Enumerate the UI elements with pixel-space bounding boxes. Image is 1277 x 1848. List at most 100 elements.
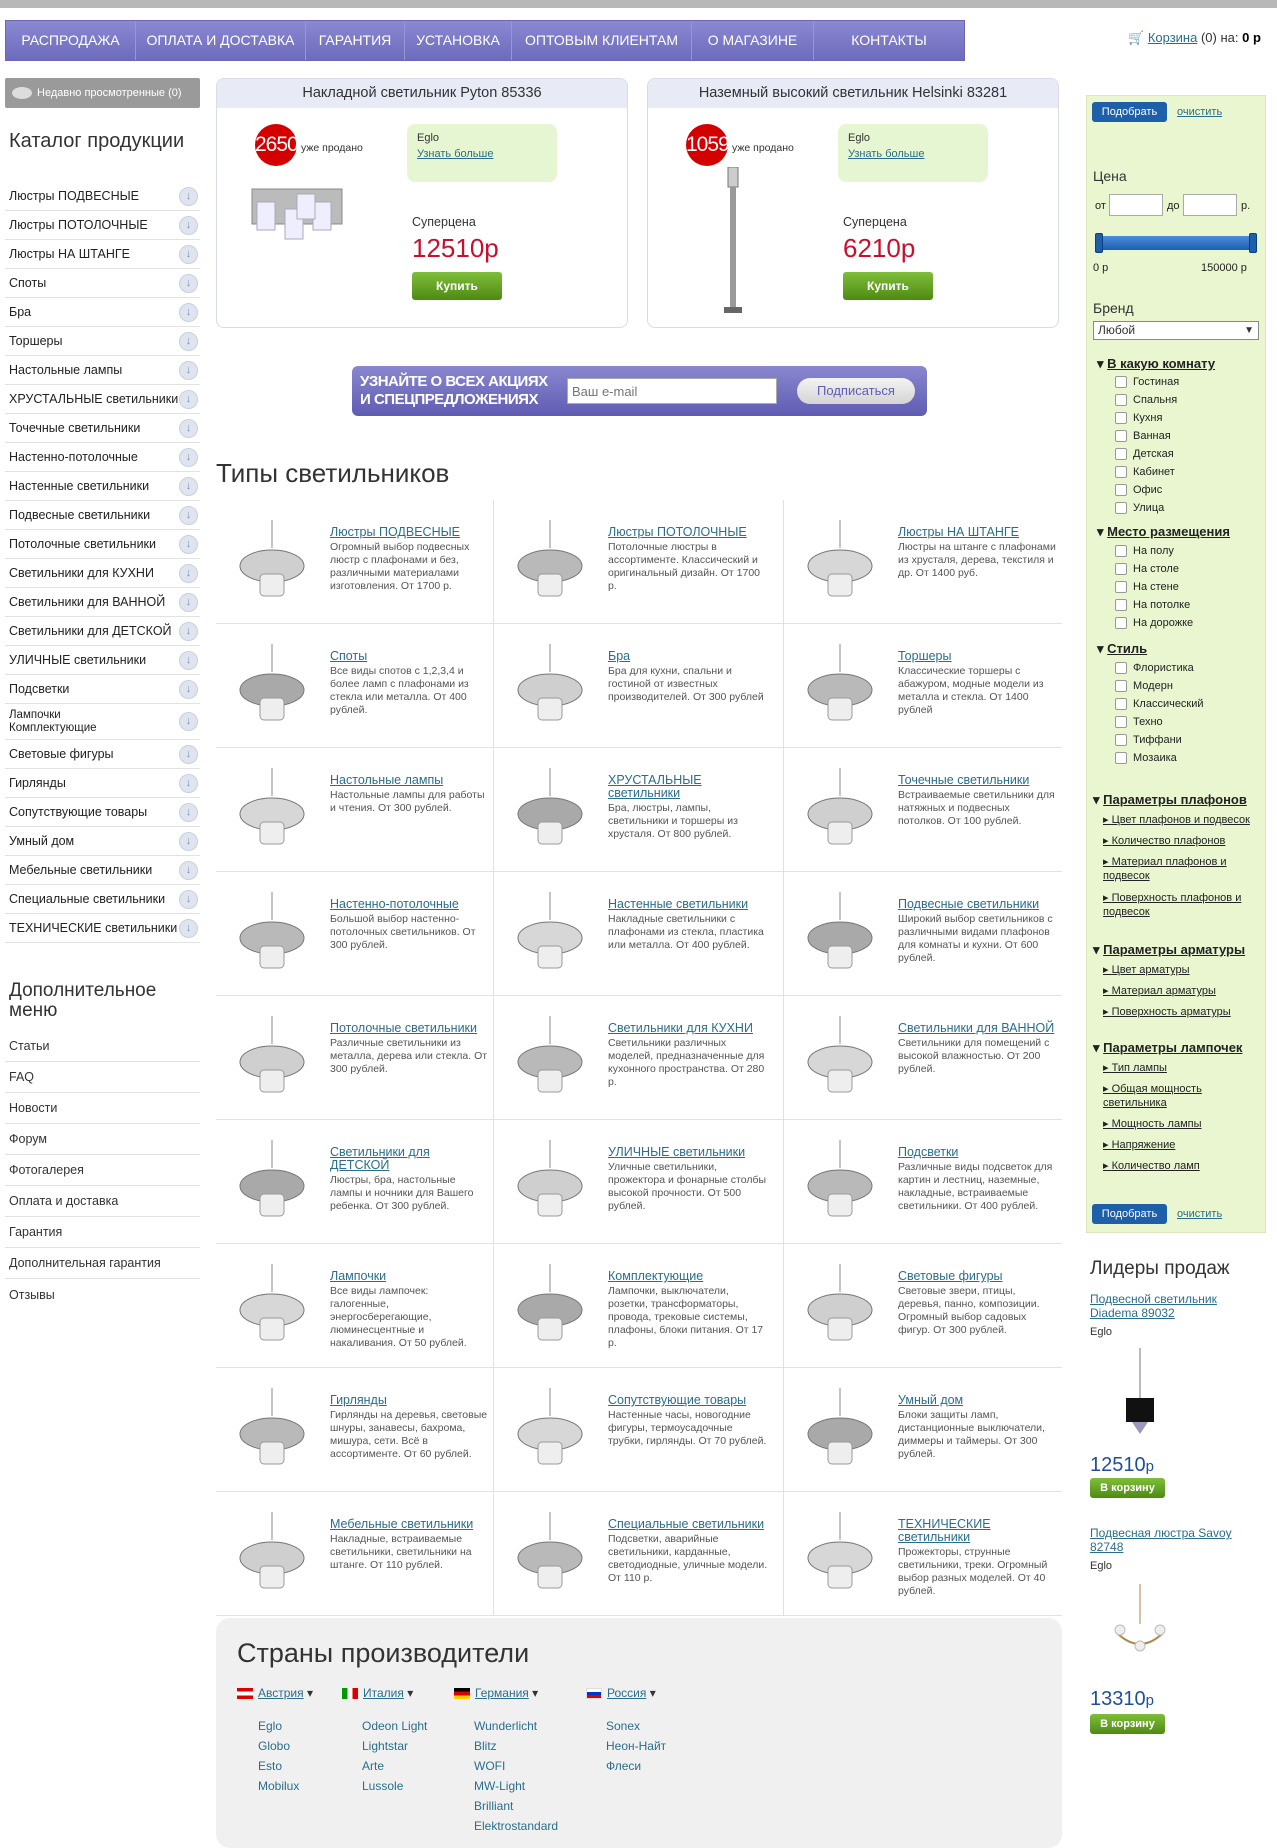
arrow-down-icon[interactable]: ↓ <box>179 273 198 293</box>
lamp-type-link[interactable]: ▸ Тип лампы <box>1103 1062 1167 1074</box>
checkbox[interactable] <box>1115 581 1127 593</box>
lamp-count-link[interactable]: ▸ Количество ламп <box>1103 1160 1200 1172</box>
brand-link[interactable]: Blitz <box>474 1739 497 1753</box>
catalog-item[interactable]: Мебельные светильники↓ <box>5 856 200 885</box>
type-link[interactable]: Бра <box>608 649 631 663</box>
leader-product-image[interactable] <box>1120 1348 1160 1438</box>
filter-checkbox-option[interactable]: Кабинет <box>1115 466 1175 478</box>
brand-select[interactable]: Любой ▼ <box>1093 321 1259 340</box>
filter-checkbox-option[interactable]: Детская <box>1115 448 1174 460</box>
arrow-down-icon[interactable]: ↓ <box>179 773 198 793</box>
filter-checkbox-option[interactable]: Модерн <box>1115 680 1173 692</box>
arrow-down-icon[interactable]: ↓ <box>179 592 198 612</box>
lamp-image[interactable] <box>222 1382 322 1478</box>
lamp-image[interactable] <box>222 1258 322 1354</box>
apply-filter-button[interactable]: Подобрать <box>1092 102 1167 122</box>
nav-warranty[interactable]: ГАРАНТИЯ <box>306 21 405 60</box>
catalog-item[interactable]: Подсветки↓ <box>5 675 200 704</box>
lamp-image[interactable] <box>500 638 600 734</box>
lamp-total-power-link[interactable]: ▸ Общая мощность светильника <box>1103 1083 1202 1109</box>
filter-checkbox-option[interactable]: Мозаика <box>1115 752 1177 764</box>
extra-menu-item[interactable]: Гарантия <box>5 1217 200 1248</box>
country-russia[interactable]: Россия ▾ <box>586 1686 656 1700</box>
arrow-down-icon[interactable]: ↓ <box>179 215 198 235</box>
arm-material-link[interactable]: ▸ Материал арматуры <box>1103 985 1216 997</box>
lamp-image[interactable] <box>790 1258 890 1354</box>
extra-menu-item[interactable]: Статьи <box>5 1031 200 1062</box>
type-link[interactable]: Люстры НА ШТАНГЕ <box>898 525 1019 539</box>
slider-min-handle[interactable] <box>1095 233 1103 253</box>
catalog-item[interactable]: Настенные светильники↓ <box>5 472 200 501</box>
lamp-image[interactable] <box>790 638 890 734</box>
catalog-item[interactable]: Специальные светильники↓ <box>5 885 200 914</box>
nav-sale[interactable]: РАСПРОДАЖА <box>6 21 136 60</box>
brand-link[interactable]: Lightstar <box>362 1739 409 1753</box>
filter-checkbox-option[interactable]: На стене <box>1115 581 1179 593</box>
lamp-image[interactable] <box>790 1506 890 1602</box>
lamp-power-link[interactable]: ▸ Мощность лампы <box>1103 1118 1202 1130</box>
type-link[interactable]: Лампочки <box>330 1269 387 1283</box>
product-image[interactable] <box>718 167 748 317</box>
catalog-item[interactable]: Гирлянды↓ <box>5 769 200 798</box>
lamp-image[interactable] <box>500 1382 600 1478</box>
buy-button[interactable]: Купить <box>843 272 933 300</box>
lamp-image[interactable] <box>500 1010 600 1106</box>
catalog-item[interactable]: Люстры ПОТОЛОЧНЫЕ↓ <box>5 211 200 240</box>
type-link[interactable]: Светильники для ДЕТСКОЙ <box>330 1145 430 1172</box>
type-link[interactable]: Люстры ПОДВЕСНЫЕ <box>330 525 460 539</box>
brand-link[interactable]: MW-Light <box>474 1779 526 1793</box>
catalog-item[interactable]: Торшеры↓ <box>5 327 200 356</box>
lamp-image[interactable] <box>500 1258 600 1354</box>
extra-menu-item[interactable]: Форум <box>5 1124 200 1155</box>
extra-menu-item[interactable]: Новости <box>5 1093 200 1124</box>
arm-section-toggle[interactable]: ▾ Параметры арматуры <box>1093 942 1246 957</box>
arrow-down-icon[interactable]: ↓ <box>179 331 198 351</box>
arrow-down-icon[interactable]: ↓ <box>179 534 198 554</box>
catalog-item[interactable]: Люстры ПОДВЕСНЫЕ↓ <box>5 182 200 211</box>
type-link[interactable]: Подвесные светильники <box>898 897 1040 911</box>
place-section-toggle[interactable]: ▾ Место размещения <box>1097 524 1230 539</box>
clear-filter-link[interactable]: очистить <box>1177 106 1223 118</box>
arrow-down-icon[interactable]: ↓ <box>179 744 198 764</box>
shade-color-link[interactable]: ▸ Цвет плафонов и подвесок <box>1103 814 1250 826</box>
arm-surface-link[interactable]: ▸ Поверхность арматуры <box>1103 1006 1231 1018</box>
apply-filter-button-bottom[interactable]: Подобрать <box>1092 1204 1167 1224</box>
catalog-item[interactable]: Настольные лампы↓ <box>5 356 200 385</box>
catalog-item[interactable]: ХРУСТАЛЬНЫЕ светильники↓ <box>5 385 200 414</box>
arrow-down-icon[interactable]: ↓ <box>179 712 198 731</box>
type-link[interactable]: ХРУСТАЛЬНЫЕ светильники <box>608 773 702 800</box>
shade-material-link[interactable]: ▸ Материал плафонов и подвесок <box>1103 856 1227 882</box>
style-section-toggle[interactable]: ▾ Стиль <box>1097 641 1148 656</box>
leader-product-link[interactable]: Подвесная люстра Savoy 82748 <box>1090 1526 1232 1554</box>
arrow-down-icon[interactable]: ↓ <box>179 244 198 264</box>
checkbox[interactable] <box>1115 466 1127 478</box>
brand-link[interactable]: Неон-Найт <box>606 1739 667 1753</box>
brand-link[interactable]: Sonex <box>606 1719 641 1733</box>
country-italy[interactable]: Италия ▾ <box>342 1686 413 1700</box>
filter-checkbox-option[interactable]: Классический <box>1115 698 1204 710</box>
checkbox[interactable] <box>1115 412 1127 424</box>
lamp-image[interactable] <box>500 514 600 610</box>
arrow-down-icon[interactable]: ↓ <box>179 831 198 851</box>
checkbox[interactable] <box>1115 545 1127 557</box>
arrow-down-icon[interactable]: ↓ <box>179 679 198 699</box>
filter-checkbox-option[interactable]: Улица <box>1115 502 1164 514</box>
type-link[interactable]: Настенно-потолочные <box>330 897 459 911</box>
catalog-item[interactable]: Споты↓ <box>5 269 200 298</box>
subscribe-button[interactable]: Подписаться <box>797 378 915 404</box>
type-link[interactable]: УЛИЧНЫЕ светильники <box>608 1145 746 1159</box>
learn-more-link[interactable]: Узнать больше <box>848 148 925 160</box>
slider-max-handle[interactable] <box>1249 233 1257 253</box>
arrow-down-icon[interactable]: ↓ <box>179 889 198 909</box>
price-slider[interactable] <box>1095 236 1257 250</box>
filter-checkbox-option[interactable]: Ванная <box>1115 430 1171 442</box>
type-link[interactable]: Гирлянды <box>330 1393 387 1407</box>
type-link[interactable]: Сопутствующие товары <box>608 1393 747 1407</box>
